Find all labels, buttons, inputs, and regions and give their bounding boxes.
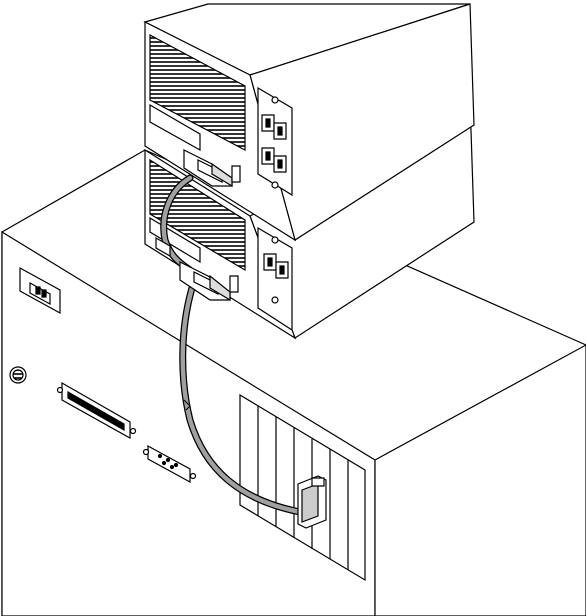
- fan-vent-icon: [10, 367, 26, 383]
- scsi-host-adapter-card: [298, 476, 326, 528]
